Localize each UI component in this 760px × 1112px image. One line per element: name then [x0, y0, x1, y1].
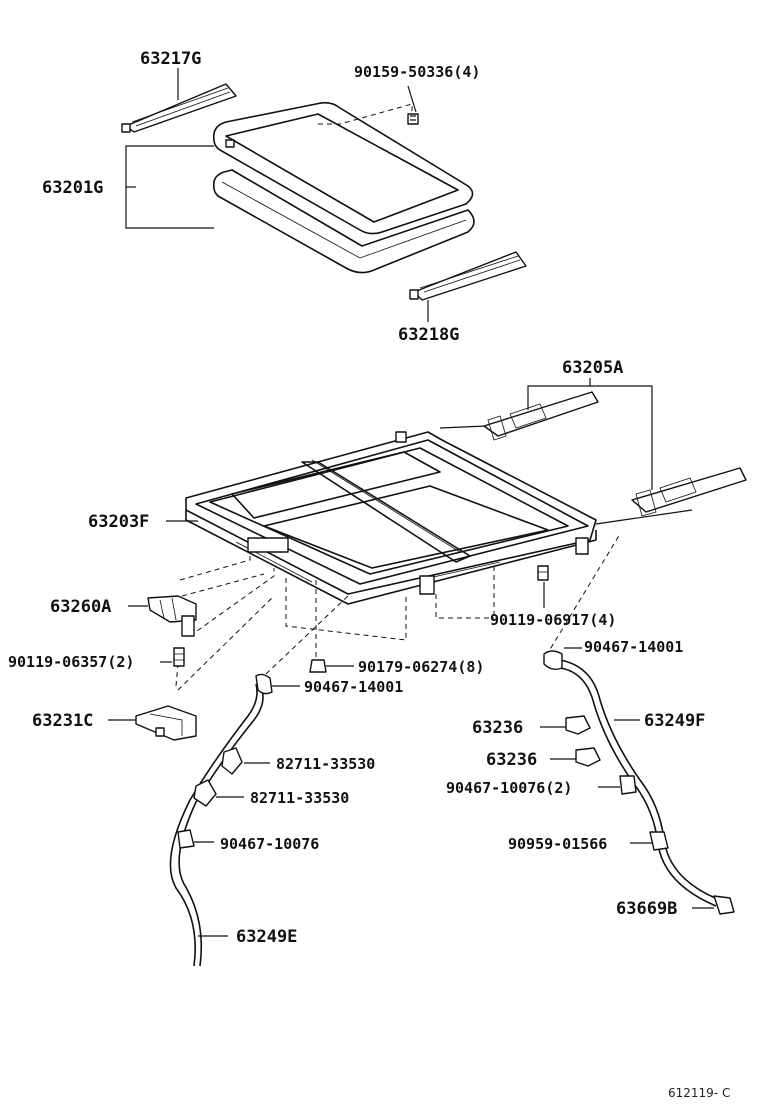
- clip-90467-10076-2: [619, 775, 637, 795]
- drain-hose-63249e: [169, 673, 273, 967]
- label-90179-06274: 90179-06274(8): [358, 658, 484, 676]
- label-90467-10076-2: 90467-10076(2): [446, 779, 572, 797]
- clip-82711-33530-b: [193, 779, 217, 807]
- housing-frame-63203f: [185, 431, 597, 605]
- diagram-reference-code: 612119- C: [668, 1086, 730, 1100]
- label-63217g: 63217G: [140, 49, 201, 69]
- bracket-63231c: [135, 705, 197, 741]
- label-63218g: 63218G: [398, 325, 459, 345]
- bolt-90119-06917: [537, 565, 549, 581]
- label-63201g: 63201G: [42, 178, 103, 198]
- label-82711-33530-b: 82711-33530: [250, 789, 349, 807]
- label-63236-a: 63236: [472, 718, 523, 738]
- label-63205a: 63205A: [562, 358, 623, 378]
- bolt-90159-50336: [407, 113, 419, 125]
- label-63203f: 63203F: [88, 512, 149, 532]
- label-90467-14001-left: 90467-14001: [304, 678, 403, 696]
- weatherstrip-63218g: [409, 251, 527, 301]
- label-90119-06917: 90119-06917(4): [490, 611, 616, 629]
- clamp-63236-a: [565, 715, 591, 735]
- label-63260a: 63260A: [50, 597, 111, 617]
- label-63669b: 63669B: [616, 899, 677, 919]
- label-63249e: 63249E: [236, 927, 297, 947]
- label-90119-06357: 90119-06357(2): [8, 653, 134, 671]
- clip-82711-33530-a: [221, 747, 243, 775]
- rail-63205a-upper: [439, 391, 599, 441]
- weatherstrip-63217g: [121, 83, 237, 133]
- drive-motor-63260a: [147, 595, 197, 637]
- label-82711-33530-a: 82711-33530: [276, 755, 375, 773]
- clamp-63236-b: [575, 747, 601, 767]
- label-90467-14001-right: 90467-14001: [584, 638, 683, 656]
- label-90159-50336: 90159-50336(4): [354, 63, 480, 81]
- bolt-90119-06357: [173, 647, 185, 667]
- label-63231c: 63231C: [32, 711, 93, 731]
- nut-90179-06274: [309, 659, 327, 673]
- label-90959-01566: 90959-01566: [508, 835, 607, 853]
- drain-hose-63249f: [543, 650, 735, 915]
- rail-63205a-lower: [595, 467, 747, 525]
- clip-90467-10076: [177, 829, 195, 849]
- glass-panel-63201g: [212, 101, 475, 274]
- label-90467-10076: 90467-10076: [220, 835, 319, 853]
- label-63249f: 63249F: [644, 711, 705, 731]
- label-63236-b: 63236: [486, 750, 537, 770]
- clip-90959-01566: [649, 831, 669, 851]
